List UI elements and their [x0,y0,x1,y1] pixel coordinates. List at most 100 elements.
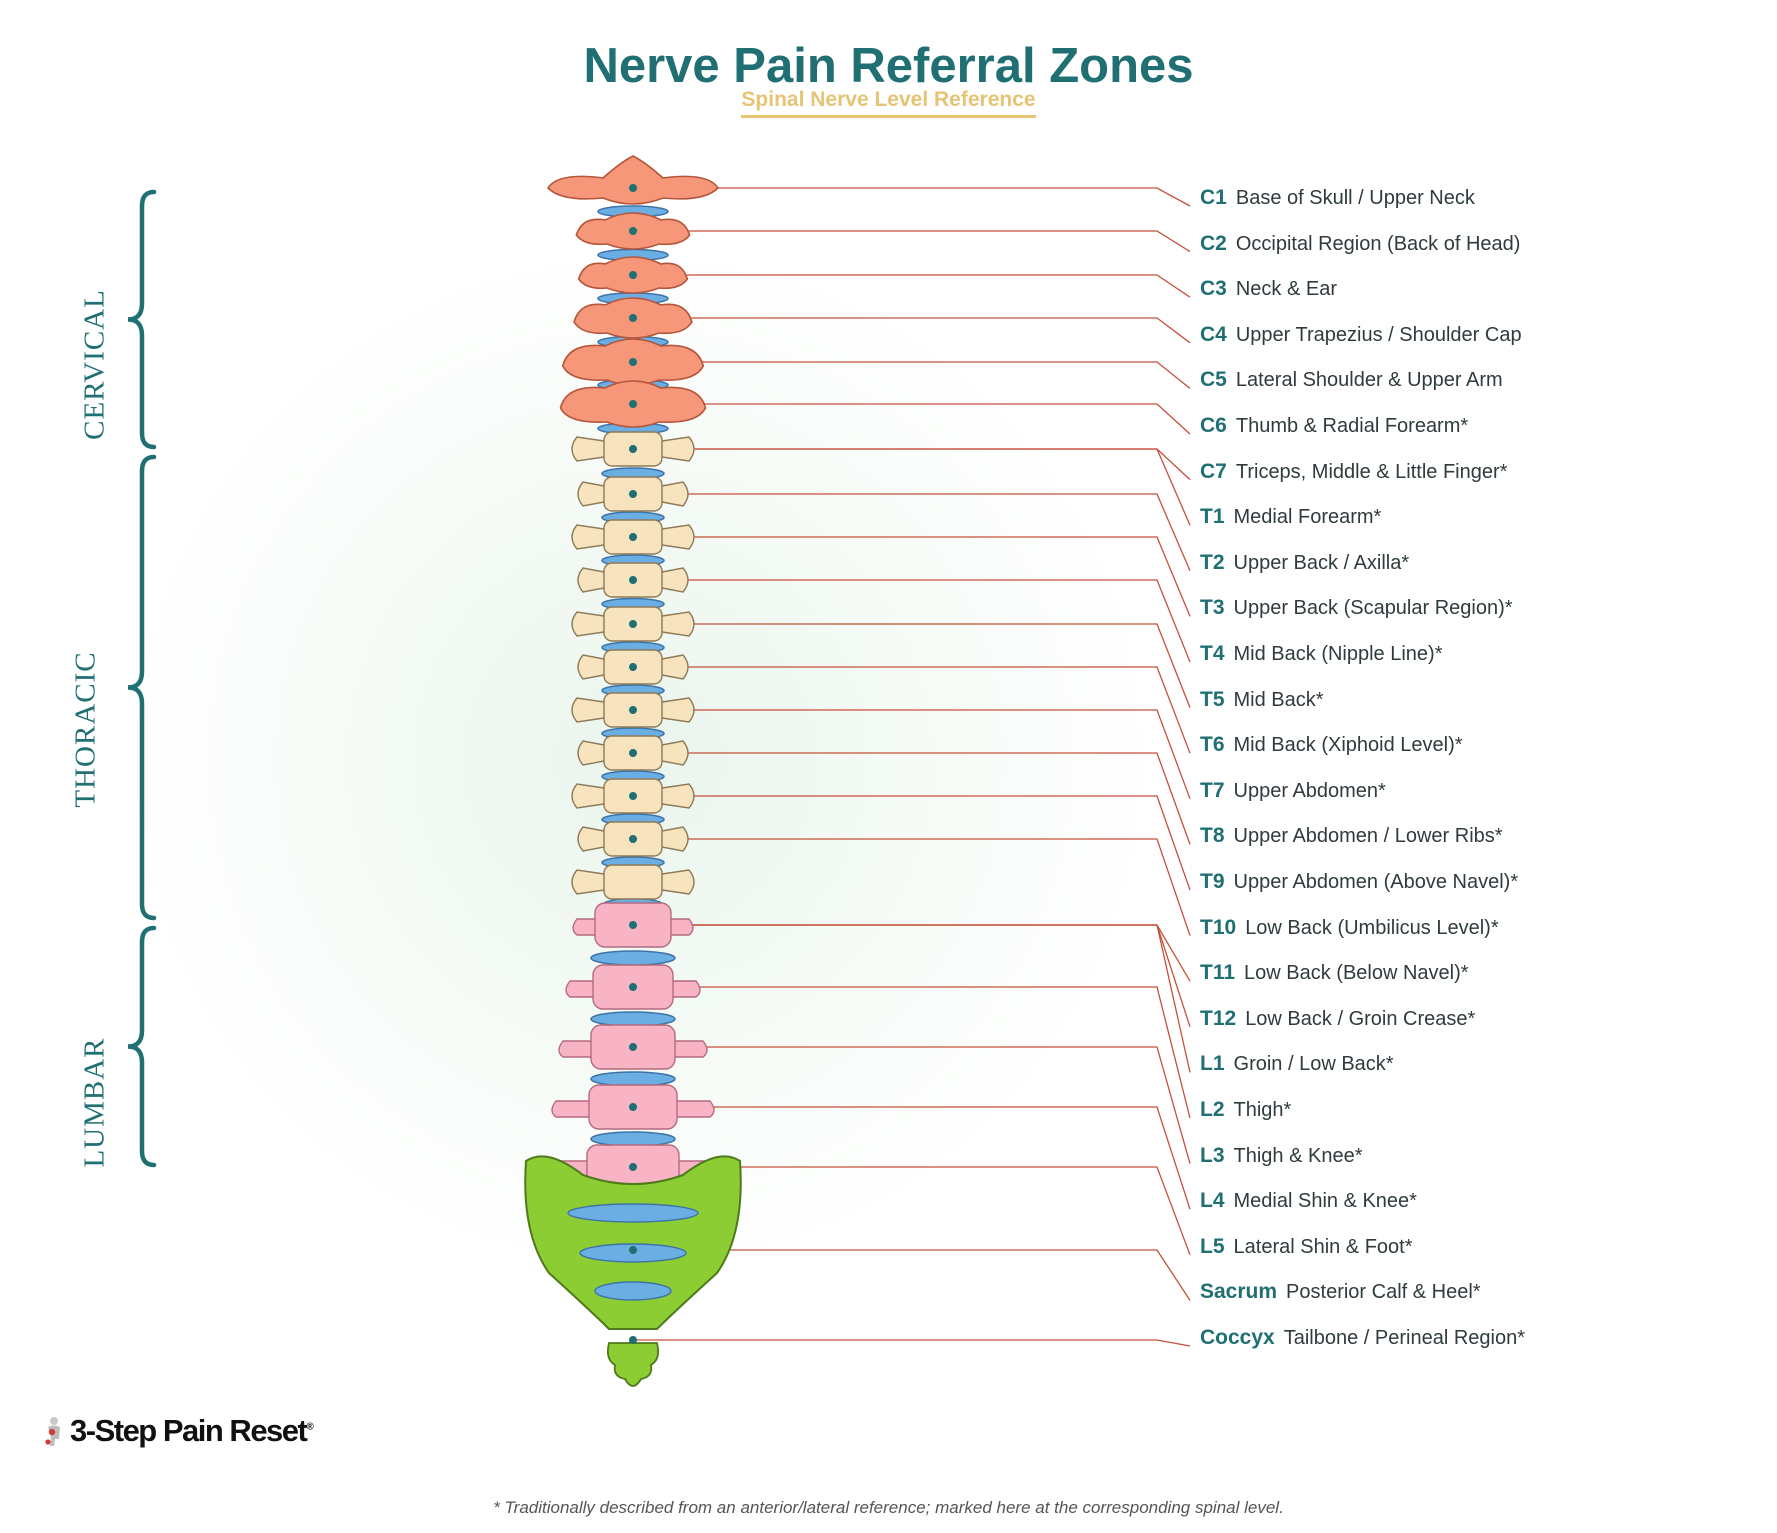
leader-line-t10 [633,838,1191,936]
level-marker-dot [629,749,637,757]
cervical-vertebra [547,155,719,205]
level-code: L1 [1200,1052,1225,1076]
level-marker-dot [629,620,637,628]
level-description: Low Back (Below Navel)* [1244,962,1469,985]
level-label-c5: C5 Lateral Shoulder & Upper Arm [1200,368,1503,398]
level-label-c3: C3 Neck & Ear [1200,277,1337,307]
level-label-t4: T4 Mid Back (Nipple Line)* [1200,642,1443,672]
level-marker-dot [629,490,637,498]
level-description: Upper Back (Scapular Region)* [1233,597,1513,620]
region-label-lumbar: LUMBAR [78,1037,111,1168]
level-description: Mid Back (Nipple Line)* [1233,643,1443,665]
level-description: Neck & Ear [1235,278,1338,301]
level-marker-dot [629,576,637,584]
page-title: Nerve Pain Referral Zones [583,39,1194,93]
region-bracket [127,925,157,1168]
leader-line-t5 [633,623,1191,708]
level-label-c1: C1 Base of Skull / Upper Neck [1200,186,1475,216]
leader-line-t6 [633,666,1191,754]
logo-text: 3-Step Pain Reset® [70,1413,314,1448]
brand-logo: 3-Step Pain Reset® [40,1413,314,1449]
level-code: Coccyx [1200,1326,1275,1349]
level-code: C3 [1200,277,1227,301]
level-description: Medial Shin & Knee* [1233,1190,1417,1213]
level-marker-dot [629,184,637,192]
level-code: L2 [1200,1098,1225,1121]
leader-line-c1 [633,187,1191,207]
level-description: Lateral Shoulder & Upper Arm [1235,369,1503,392]
level-code: L4 [1200,1189,1225,1213]
leader-line-coccyx [633,1339,1191,1347]
level-code: T9 [1200,870,1225,893]
level-label-l4: L4 Medial Shin & Knee* [1200,1189,1417,1219]
subtitle-text: Spinal Nerve Level Reference [741,88,1036,118]
region-label-cervical: CERVICAL [78,289,111,440]
footnote: * Traditionally described from an anteri… [493,1498,1284,1517]
level-marker-dot [629,835,637,843]
page-subtitle: Spinal Nerve Level Reference [0,88,1777,118]
level-marker-dot [629,227,637,235]
level-code: T11 [1200,961,1236,985]
level-marker-dot [629,792,637,800]
coccyx [606,1342,660,1387]
level-code: T3 [1200,596,1225,620]
leader-line-t9 [633,795,1191,891]
level-description: Mid Back* [1233,688,1324,711]
level-code: T2 [1200,550,1225,574]
level-code: L5 [1200,1234,1225,1258]
level-label-t2: T2 Upper Back / Axilla* [1200,551,1409,581]
leader-line-t3 [633,536,1191,617]
level-description: Upper Back / Axilla* [1233,551,1410,574]
level-label-coccyx: Coccyx Tailbone / Perineal Region* [1200,1326,1525,1356]
level-description: Upper Abdomen* [1233,779,1386,802]
leader-line-l4 [633,1106,1191,1210]
level-label-t3: T3 Upper Back (Scapular Region)* [1200,596,1513,626]
level-marker-dot [629,1246,637,1254]
level-marker-dot [629,1103,637,1111]
level-code: T6 [1200,733,1225,757]
level-description: Mid Back (Xiphoid Level)* [1233,734,1463,757]
level-code: C1 [1200,186,1227,209]
leader-line-c2 [633,230,1191,253]
sacral-foramen-band [567,1203,699,1223]
region-label-thoracic: THORACIC [69,651,102,808]
level-code: C6 [1200,414,1227,437]
level-code: T10 [1200,915,1237,939]
leader-line-c5 [633,361,1191,389]
leader-line-t8 [633,752,1191,845]
sacrum [524,1155,742,1330]
level-label-l3: L3 Thigh & Knee* [1200,1144,1363,1174]
level-code: T1 [1200,505,1225,529]
level-marker-dot [629,983,637,991]
level-code: C7 [1200,459,1227,483]
level-code: T4 [1200,642,1225,665]
level-description: Upper Abdomen / Lower Ribs* [1233,825,1503,848]
region-bracket [127,189,157,450]
leader-line-t2 [633,493,1191,572]
level-description: Thigh & Knee* [1233,1144,1363,1167]
level-code: L3 [1200,1143,1225,1167]
level-marker-dot [629,358,637,366]
level-code: C2 [1200,231,1227,255]
level-code: C5 [1200,368,1227,392]
level-label-t11: T11 Low Back (Below Navel)* [1200,961,1469,991]
level-description: Lateral Shin & Foot* [1233,1235,1413,1258]
level-marker-dot [629,314,637,322]
level-description: Tailbone / Perineal Region* [1283,1327,1525,1349]
level-description: Base of Skull / Upper Neck [1235,187,1475,209]
thoracic-vertebra [603,864,663,900]
level-label-l5: L5 Lateral Shin & Foot* [1200,1235,1413,1265]
